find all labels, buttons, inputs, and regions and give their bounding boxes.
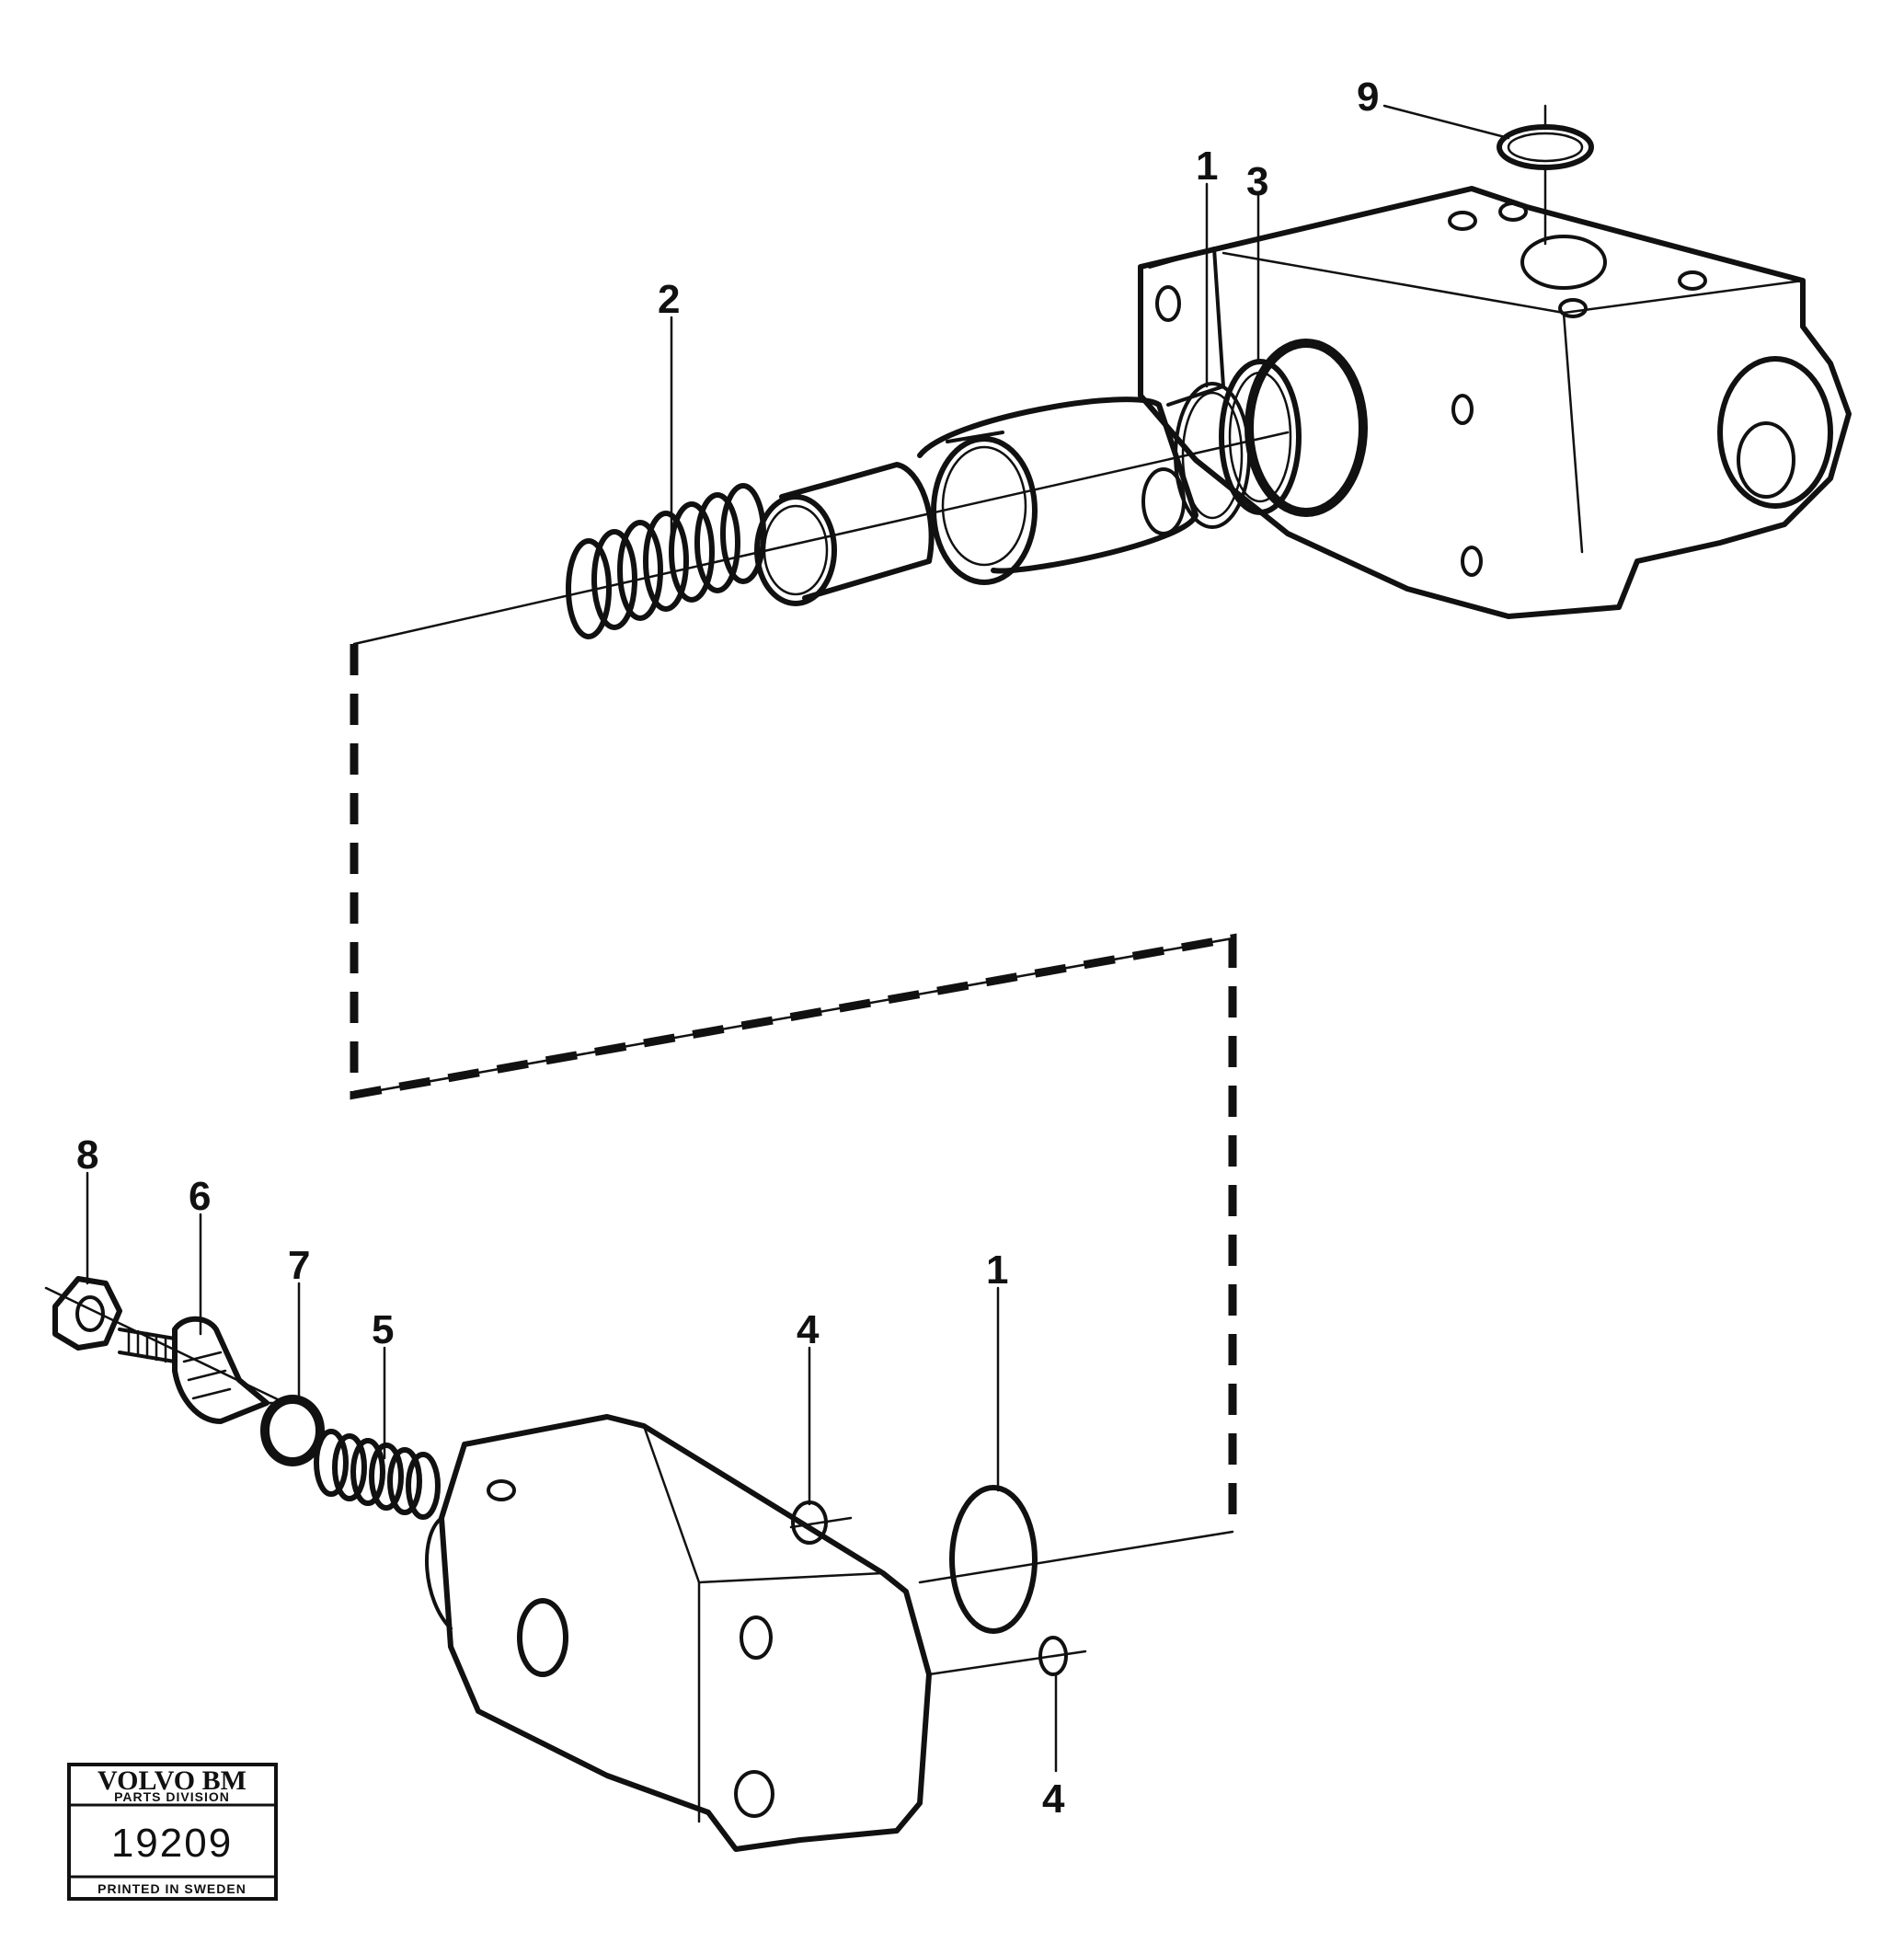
stamp-brand: VOLVO BM (97, 1765, 247, 1796)
volvo-bm-stamp: VOLVO BM PARTS DIVISION 19209 PRINTED IN… (67, 1763, 278, 1901)
leader-lines (86, 104, 1510, 1773)
stamp-number: 19209 (111, 1821, 233, 1866)
callout-3: 3 (1246, 159, 1268, 204)
valve-housing-upper (1138, 186, 1852, 619)
callout-2: 2 (658, 277, 680, 322)
assembly-connection-line (350, 644, 1237, 1532)
callout-6: 6 (189, 1174, 211, 1219)
axis-line-upper (352, 431, 1290, 646)
valve-housing-lower (425, 1414, 932, 1852)
o-ring-1-lower (918, 1485, 1234, 1634)
callout-1-upper: 1 (1196, 144, 1218, 189)
valve-spool (917, 397, 1199, 585)
o-ring-9 (1497, 104, 1594, 246)
callout-5: 5 (372, 1307, 394, 1352)
callout-9: 9 (1357, 75, 1379, 120)
spring-2 (566, 483, 766, 639)
callout-4-bottom: 4 (1042, 1776, 1065, 1822)
callout-7: 7 (288, 1243, 310, 1288)
o-ring-3 (1219, 359, 1302, 515)
spring-5 (314, 1429, 441, 1520)
nut-8 (52, 1276, 122, 1351)
callout-4-top: 4 (797, 1307, 820, 1352)
stamp-division: PARTS DIVISION (114, 1789, 230, 1804)
axis-line-lower (44, 1286, 287, 1405)
stamp-printed: PRINTED IN SWEDEN (97, 1881, 247, 1896)
callout-8: 8 (76, 1132, 98, 1178)
o-ring-4-bottom (927, 1636, 1087, 1676)
callout-1-lower: 1 (986, 1247, 1008, 1293)
o-ring-7 (260, 1395, 325, 1466)
